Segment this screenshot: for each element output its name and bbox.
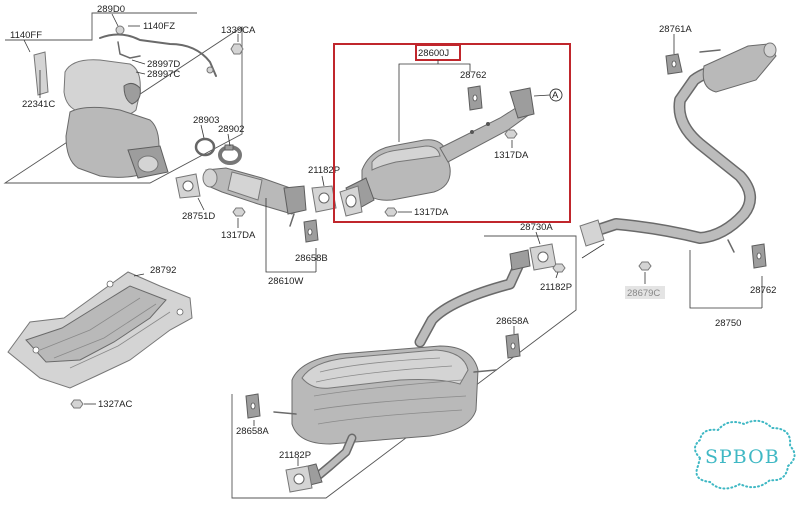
tail-pipe-flange	[579, 219, 605, 247]
watermark-text: SPBOB	[705, 446, 780, 468]
label-28792: 28792	[150, 265, 176, 276]
muffler-inlet-flange	[509, 249, 531, 271]
sensor-tube-branch	[117, 41, 141, 59]
front-pipe-bellows	[227, 171, 263, 201]
label-28730a: 28730A	[520, 222, 553, 233]
catalytic-converter-group: 289D0 1140FZ 1140FF 1339CA 28997D 28997C…	[3, 4, 256, 184]
label-28658a-right: 28658A	[496, 316, 529, 327]
converter-outlet	[137, 155, 159, 173]
label-28762-dpf: 28762	[460, 70, 486, 81]
tail-pipe-bracket	[699, 49, 721, 53]
dpf-highlight-group: A 28600J 28762 1317DA 1317DA	[333, 43, 571, 223]
muffler-bracket-b	[473, 369, 497, 373]
tail-pipe-inner	[587, 47, 775, 243]
front-pipe-group: 28751D 1317DA 21182P 28658B 28610W	[175, 165, 340, 287]
clamp-bolt	[224, 144, 234, 151]
gasket-clamp-group: 28903 28902	[193, 115, 244, 165]
label-1327ac: 1327AC	[98, 399, 132, 410]
nut-1317da-dpf-b	[384, 207, 398, 217]
label-28751d: 28751D	[182, 211, 215, 222]
muffler-outlet-pipe-inner	[315, 435, 355, 479]
label-28658a-left: 28658A	[236, 426, 269, 437]
label-28600j: 28600J	[418, 48, 449, 59]
heat-shield-inner	[25, 285, 167, 363]
nut-1317da-front	[232, 207, 246, 217]
label-28610w: 28610W	[268, 276, 303, 287]
tail-pipe-group: 28761A 28762 28750 28679C	[579, 24, 777, 329]
front-pipe-flange	[283, 185, 307, 215]
nut-muffler	[552, 263, 566, 273]
sensor-tube	[99, 33, 217, 77]
label-1140ff: 1140FF	[10, 30, 42, 41]
label-28761a: 28761A	[659, 24, 692, 35]
converter-inlet-ring	[123, 82, 141, 105]
label-1140fz: 1140FZ	[143, 21, 175, 32]
label-1317da-front: 1317DA	[221, 230, 256, 241]
watermark-cloud	[694, 419, 796, 490]
label-28762-tail: 28762	[750, 285, 776, 296]
label-22341c: 22341C	[22, 99, 55, 110]
label-28997c: 28997C	[147, 69, 180, 80]
nut-1339ca	[230, 43, 244, 55]
dpf-canister-highlight	[371, 145, 441, 171]
muffler-ribs	[313, 357, 467, 425]
label-1339ca: 1339CA	[221, 25, 256, 36]
label-28750: 28750	[715, 318, 741, 329]
label-28658b: 28658B	[295, 253, 328, 264]
front-pipe-bracket	[289, 213, 295, 227]
muffler-inlet-pipe-outer	[414, 256, 526, 348]
label-21182p-muffler: 21182P	[540, 282, 572, 293]
muffler-top	[301, 349, 469, 389]
label-21182p-outlet: 21182P	[279, 450, 311, 461]
spbob-watermark: SPBOB	[694, 419, 796, 490]
sensor-clip	[115, 25, 125, 35]
bracket-22341c	[33, 51, 49, 96]
label-28902: 28902	[218, 124, 244, 135]
label-28903: 28903	[193, 115, 219, 126]
muffler-bracket-a	[273, 411, 297, 415]
label-1317da-dpf-b: 1317DA	[414, 207, 449, 218]
nut-1317da-dpf-a	[504, 129, 518, 139]
nut-28679c	[638, 261, 652, 271]
tail-pipe-outlet	[763, 42, 777, 58]
front-pipe-inlet	[202, 168, 218, 188]
label-289d0: 289D0	[97, 4, 125, 15]
muffler-inlet-pipe-inner	[416, 258, 524, 346]
label-28679c-bg	[625, 286, 665, 299]
label-28997d: 28997D	[147, 59, 180, 70]
label-28679c: 28679C	[627, 288, 660, 299]
heat-shield-group: 28792 1327AC	[7, 265, 193, 410]
converter-upper-body	[63, 59, 141, 117]
marker-a: A	[552, 90, 559, 101]
label-21182p-front: 21182P	[308, 165, 340, 176]
gasket-28903	[194, 137, 216, 157]
heat-shield-ridges	[39, 297, 171, 369]
sensor-clip-2	[206, 66, 214, 74]
label-1317da-dpf-a: 1317DA	[494, 150, 529, 161]
muffler-group: 28730A 21182P 28658A 28658A 21182P	[231, 222, 577, 499]
tail-pipe-bracket-2	[727, 239, 735, 253]
dpf-outlet-end	[509, 87, 535, 119]
bolt-1327ac	[70, 399, 84, 409]
